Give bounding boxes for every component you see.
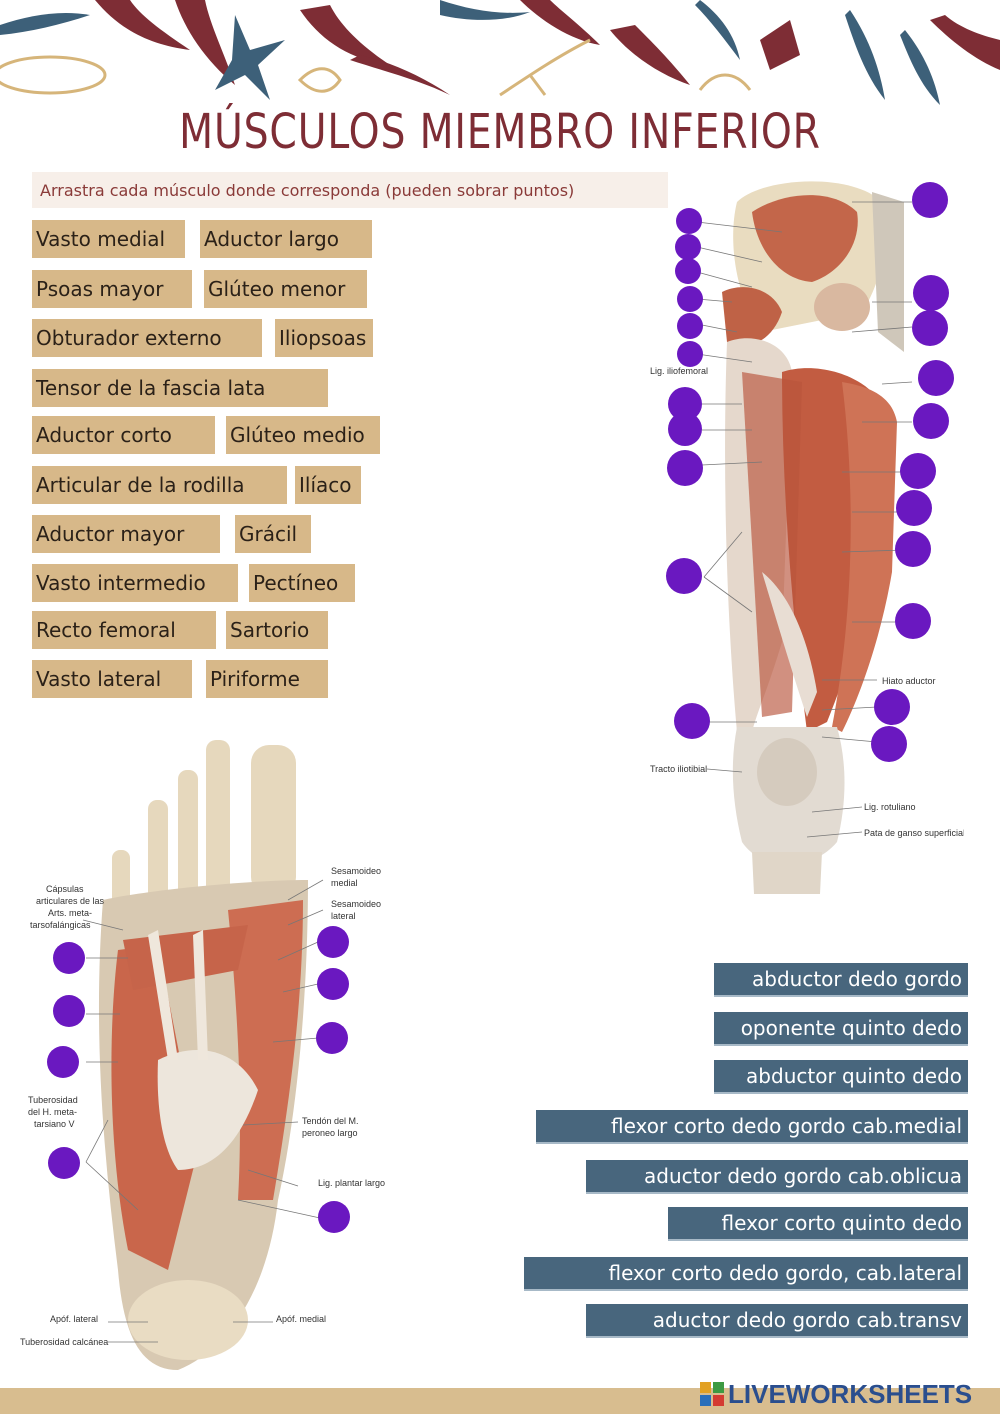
drag-tag-piriforme[interactable]: Piriforme (206, 660, 328, 698)
label-sesamoideo-lateral-2: lateral (331, 911, 356, 921)
drop-point-foot-1[interactable] (53, 942, 85, 974)
label-pata-ganso: Pata de ganso superficial (864, 828, 964, 838)
drop-point-foot-2[interactable] (53, 995, 85, 1027)
label-hiato-aductor: Hiato aductor (882, 676, 936, 686)
drop-point-leg-5[interactable] (677, 313, 703, 339)
drop-point-foot-3[interactable] (47, 1046, 79, 1078)
drop-point-leg-15[interactable] (918, 360, 954, 396)
drop-point-foot-7[interactable] (316, 1022, 348, 1054)
label-tendon-1: Tendón del M. (302, 1116, 359, 1126)
label-lig-rotuliano: Lig. rotuliano (864, 802, 916, 812)
drop-point-leg-22[interactable] (871, 726, 907, 762)
drag-tag-oponente-quinto-dedo[interactable]: oponente quinto dedo (714, 1012, 968, 1046)
drop-point-leg-9[interactable] (667, 450, 703, 486)
drop-point-leg-6[interactable] (677, 341, 703, 367)
label-capsulas-1: Cápsulas (46, 884, 84, 894)
drag-tag-recto-femoral[interactable]: Recto femoral (32, 611, 216, 649)
drop-point-leg-16[interactable] (913, 403, 949, 439)
drag-tag-articular-rodilla[interactable]: Articular de la rodilla (32, 466, 287, 504)
drop-point-foot-4[interactable] (48, 1147, 80, 1179)
drag-tag-abductor-dedo-gordo[interactable]: abductor dedo gordo (714, 963, 968, 997)
label-sesamoideo-medial-1: Sesamoideo (331, 866, 381, 876)
drop-point-leg-18[interactable] (896, 490, 932, 526)
label-capsulas-3: Arts. meta- (48, 908, 92, 918)
label-apof-lateral: Apóf. lateral (50, 1314, 98, 1324)
drop-point-leg-21[interactable] (874, 689, 910, 725)
drag-tag-pectineo[interactable]: Pectíneo (249, 564, 355, 602)
drop-point-leg-8[interactable] (668, 412, 702, 446)
label-sesamoideo-medial-2: medial (331, 878, 358, 888)
label-tuberosidad-1: Tuberosidad (28, 1095, 78, 1105)
drag-tag-obturador-externo[interactable]: Obturador externo (32, 319, 262, 357)
label-tendon-2: peroneo largo (302, 1128, 358, 1138)
drag-tag-vasto-intermedio[interactable]: Vasto intermedio (32, 564, 238, 602)
drag-tag-gluteo-menor[interactable]: Glúteo menor (204, 270, 367, 308)
drop-point-leg-2[interactable] (675, 234, 701, 260)
drop-point-foot-8[interactable] (318, 1201, 350, 1233)
drop-point-leg-3[interactable] (675, 258, 701, 284)
drag-tag-aductor-mayor[interactable]: Aductor mayor (32, 515, 220, 553)
label-tracto-iliotibial: Tracto iliotibial (650, 764, 707, 774)
drop-point-leg-11[interactable] (674, 703, 710, 739)
label-lig-plantar: Lig. plantar largo (318, 1178, 385, 1188)
drag-tag-vasto-medial[interactable]: Vasto medial (32, 220, 185, 258)
leaf-banner-decoration (0, 0, 1000, 105)
drop-point-leg-1[interactable] (676, 208, 702, 234)
label-capsulas-4: tarsofalángicas (30, 920, 91, 930)
drop-point-leg-17[interactable] (900, 453, 936, 489)
page-title: MÚSCULOS MIEMBRO INFERIOR (179, 104, 821, 160)
label-tuberosidad-2: del H. meta- (28, 1107, 77, 1117)
drop-point-leg-4[interactable] (677, 286, 703, 312)
drop-point-foot-6[interactable] (317, 968, 349, 1000)
footer-bar (0, 1388, 1000, 1414)
label-tuberosidad-calcanea: Tuberosidad calcánea (20, 1337, 108, 1347)
drag-tag-iliopsoas[interactable]: Iliopsoas (275, 319, 373, 357)
drag-tag-aductor-largo[interactable]: Aductor largo (200, 220, 372, 258)
drop-point-leg-19[interactable] (895, 531, 931, 567)
drop-point-leg-14[interactable] (912, 310, 948, 346)
drag-tag-abductor-quinto-dedo[interactable]: abductor quinto dedo (714, 1060, 968, 1094)
drag-tag-gracil[interactable]: Grácil (235, 515, 311, 553)
liveworksheets-brand: LIVEWORKSHEETS (700, 1377, 972, 1411)
brand-text: LIVEWORKSHEETS (728, 1378, 973, 1409)
drag-tag-aductor-dedo-gordo-oblicua[interactable]: aductor dedo gordo cab.oblicua (586, 1160, 968, 1194)
drag-tag-sartorio[interactable]: Sartorio (226, 611, 328, 649)
label-apof-medial: Apóf. medial (276, 1314, 326, 1324)
label-capsulas-2: articulares de las (36, 896, 105, 906)
drag-tag-flexor-corto-dedo-gordo-medial[interactable]: flexor corto dedo gordo cab.medial (536, 1110, 968, 1144)
drop-point-foot-5[interactable] (317, 926, 349, 958)
drop-point-leg-13[interactable] (913, 275, 949, 311)
drag-tag-aductor-dedo-gordo-transv[interactable]: aductor dedo gordo cab.transv (586, 1304, 968, 1338)
drag-tag-psoas-mayor[interactable]: Psoas mayor (32, 270, 192, 308)
drag-tag-iliaco[interactable]: Ilíaco (295, 466, 361, 504)
label-tuberosidad-3: tarsiano V (34, 1119, 75, 1129)
drop-point-leg-10[interactable] (666, 558, 702, 594)
drag-tag-flexor-corto-dedo-gordo-lateral[interactable]: flexor corto dedo gordo, cab.lateral (524, 1257, 968, 1291)
instruction-text: Arrastra cada músculo donde corresponda … (32, 172, 668, 208)
drag-tag-tensor-fascia-lata[interactable]: Tensor de la fascia lata (32, 369, 328, 407)
drag-tag-gluteo-medio[interactable]: Glúteo medio (226, 416, 380, 454)
drag-tag-aductor-corto[interactable]: Aductor corto (32, 416, 215, 454)
drag-tag-flexor-corto-quinto-dedo[interactable]: flexor corto quinto dedo (668, 1207, 968, 1241)
thigh-anatomy-image: Lig. iliofemoral Hiato aductor Tracto il… (642, 172, 965, 894)
foot-sole-anatomy-image: Cápsulas articulares de las Arts. meta- … (8, 730, 408, 1382)
drop-point-leg-12[interactable] (912, 182, 948, 218)
drag-tag-vasto-lateral[interactable]: Vasto lateral (32, 660, 192, 698)
label-sesamoideo-lateral-1: Sesamoideo (331, 899, 381, 909)
drop-point-leg-20[interactable] (895, 603, 931, 639)
label-lig-iliofemoral: Lig. iliofemoral (650, 366, 708, 376)
liveworksheets-logo-icon (700, 1382, 724, 1406)
